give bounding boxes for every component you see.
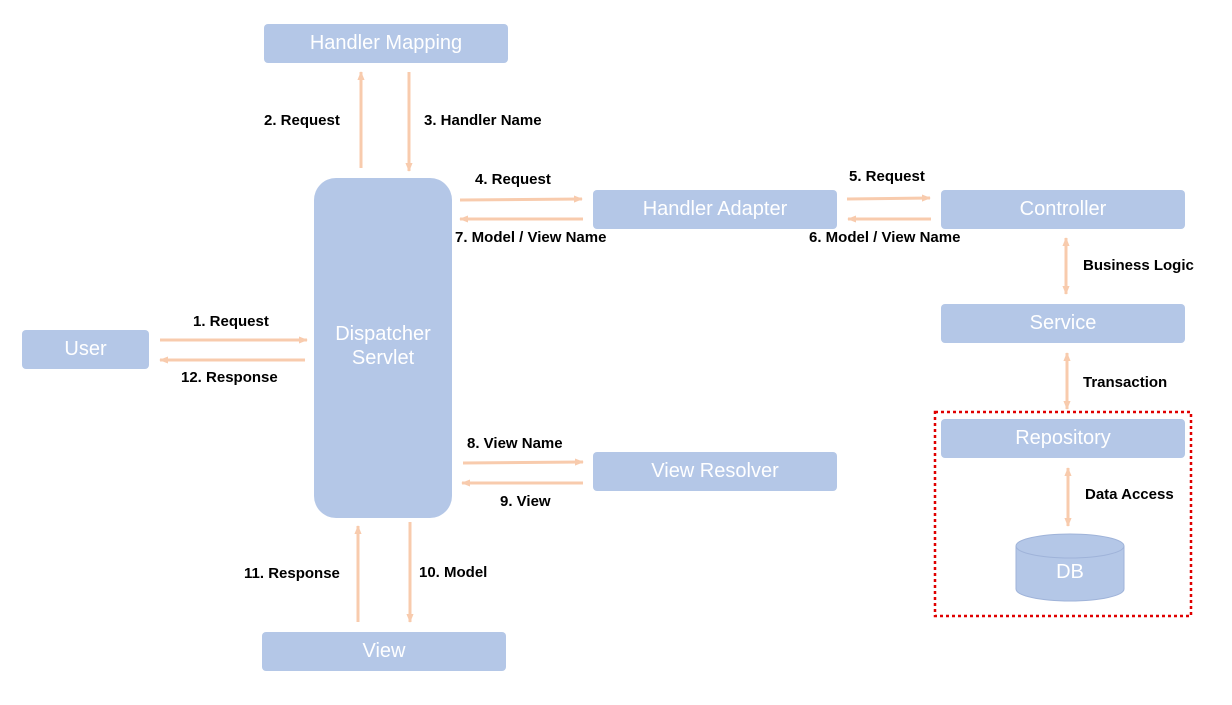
view-resolver-node: View Resolver	[593, 452, 837, 491]
edge-label-data-access: Data Access	[1085, 486, 1174, 503]
handler-adapter-label: Handler Adapter	[642, 198, 788, 220]
handler-mapping-label: Handler Mapping	[309, 32, 463, 54]
user-label: User	[64, 338, 107, 360]
edge-label-9: 9. View	[500, 493, 551, 510]
view-resolver-label: View Resolver	[651, 460, 779, 482]
edge-label-business-logic: Business Logic	[1083, 257, 1194, 274]
edge-label-10: 10. Model	[419, 564, 488, 581]
repository-node: Repository	[941, 419, 1185, 458]
arrow-8-view-name	[462, 458, 584, 466]
repository-label: Repository	[1015, 427, 1111, 449]
dispatcher-label-line2: Servlet	[351, 347, 415, 369]
db-cylinder	[1015, 533, 1125, 602]
edge-label-1: 1. Request	[193, 313, 269, 330]
edge-label-3: 3. Handler Name	[424, 112, 542, 129]
persistence-highlight-box	[933, 410, 1193, 618]
dispatcher-label-line1: Dispatcher	[335, 323, 431, 345]
arrow-5-request	[846, 194, 931, 202]
edge-label-6: 6. Model / View Name	[809, 229, 961, 246]
edge-label-11: 11. Response	[244, 565, 340, 582]
edge-label-4: 4. Request	[475, 171, 551, 188]
edge-label-5: 5. Request	[849, 168, 925, 185]
edge-label-7: 7. Model / View Name	[455, 229, 607, 246]
view-label: View	[362, 640, 406, 662]
controller-node: Controller	[941, 190, 1185, 229]
handler-mapping-node: Handler Mapping	[264, 24, 508, 63]
arrow-4-request	[459, 195, 583, 203]
edge-label-2: 2. Request	[264, 112, 340, 129]
user-node: User	[22, 330, 149, 369]
edge-label-transaction: Transaction	[1083, 374, 1168, 391]
service-node: Service	[941, 304, 1185, 343]
edge-label-12: 12. Response	[181, 369, 278, 386]
controller-label: Controller	[1019, 198, 1107, 220]
edge-label-8: 8. View Name	[467, 435, 563, 452]
handler-adapter-node: Handler Adapter	[593, 190, 837, 229]
service-label: Service	[1029, 312, 1097, 334]
dispatcher-servlet-node: Dispatcher Servlet	[314, 178, 452, 518]
view-node: View	[262, 632, 506, 671]
db-label: DB	[1056, 561, 1084, 583]
